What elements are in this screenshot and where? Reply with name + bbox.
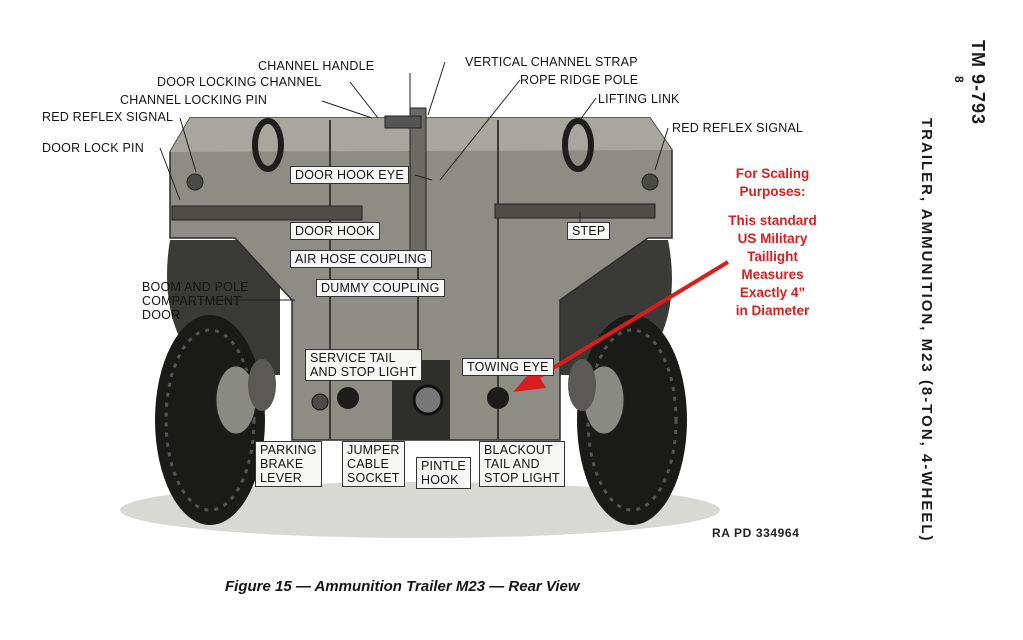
label-line: CABLE bbox=[347, 457, 389, 471]
label-line: BOOM AND POLE bbox=[142, 280, 249, 294]
label-blackout-tail-and-stop-light: BLACKOUT TAIL AND STOP LIGHT bbox=[479, 441, 565, 487]
jumper-cable-socket bbox=[311, 393, 329, 411]
label-channel-handle: CHANNEL HANDLE bbox=[258, 59, 375, 73]
scaling-arrow bbox=[513, 260, 730, 392]
label-door-hook-eye: DOOR HOOK EYE bbox=[290, 166, 409, 184]
boom-bar bbox=[171, 205, 363, 221]
scaling-note-line: Exactly 4” bbox=[739, 285, 806, 300]
pintle-hook bbox=[412, 384, 444, 416]
page-number: 8 bbox=[952, 76, 966, 83]
lifting-link-right bbox=[562, 118, 594, 172]
label-channel-locking-pin: CHANNEL LOCKING PIN bbox=[120, 93, 268, 107]
service-tail-light bbox=[337, 387, 359, 409]
step-bar bbox=[494, 203, 656, 219]
label-vertical-channel-strap: VERTICAL CHANNEL STRAP bbox=[465, 55, 638, 69]
label-line: BRAKE bbox=[260, 457, 304, 471]
ground-shadow bbox=[120, 482, 720, 538]
label-line: JUMPER bbox=[347, 443, 400, 457]
label-jumper-cable-socket: JUMPER CABLE SOCKET bbox=[342, 441, 405, 487]
scaling-note-line: Taillight bbox=[747, 249, 798, 264]
label-line: PARKING bbox=[260, 443, 317, 457]
label-pintle-hook: PINTLE HOOK bbox=[416, 457, 471, 489]
label-line: HOOK bbox=[421, 473, 459, 487]
running-head: TRAILER, AMMUNITION, M23 (8-TON, 4-WHEEL… bbox=[918, 118, 935, 543]
label-line: PINTLE bbox=[421, 459, 466, 473]
lifting-link-left bbox=[252, 118, 284, 172]
label-boom-and-pole-compartment-door: BOOM AND POLE COMPARTMENT DOOR bbox=[142, 280, 249, 322]
label-line: COMPARTMENT bbox=[142, 294, 241, 308]
channel-handle bbox=[384, 115, 422, 129]
label-line: AND STOP LIGHT bbox=[310, 365, 417, 379]
label-line: SERVICE TAIL bbox=[310, 351, 396, 365]
left-wheel bbox=[155, 315, 276, 525]
blackout-tail-light bbox=[487, 387, 509, 409]
scaling-note-line: in Diameter bbox=[735, 303, 810, 318]
label-red-reflex-signal-right: RED REFLEX SIGNAL bbox=[672, 121, 804, 135]
leader-lines bbox=[159, 61, 669, 301]
right-wheel bbox=[568, 315, 687, 525]
label-door-locking-channel: DOOR LOCKING CHANNEL bbox=[157, 75, 322, 89]
red-reflex-signal-left bbox=[186, 173, 204, 191]
label-lifting-link: LIFTING LINK bbox=[598, 92, 680, 106]
figure-caption: Figure 15 — Ammunition Trailer M23 — Rea… bbox=[225, 578, 580, 595]
label-air-hose-coupling: AIR HOSE COUPLING bbox=[290, 250, 432, 268]
vertical-channel-strap bbox=[409, 107, 427, 259]
scaling-note-line: This standard bbox=[728, 213, 817, 228]
red-reflex-signal-right bbox=[641, 173, 659, 191]
label-parking-brake-lever: PARKING BRAKE LEVER bbox=[255, 441, 322, 487]
plate-id: RA PD 334964 bbox=[712, 526, 800, 540]
label-line: BLACKOUT bbox=[484, 443, 553, 457]
label-rope-ridge-pole: ROPE RIDGE POLE bbox=[520, 73, 639, 87]
label-towing-eye: TOWING EYE bbox=[462, 358, 554, 376]
label-line: TAIL AND bbox=[484, 457, 540, 471]
label-step: STEP bbox=[567, 222, 611, 240]
label-line: LEVER bbox=[260, 471, 302, 485]
scaling-note: For Scaling Purposes: This standard US M… bbox=[705, 165, 840, 320]
scaling-note-line: Purposes: bbox=[739, 184, 806, 199]
scaling-note-line: US Military bbox=[737, 231, 808, 246]
label-line: DOOR bbox=[142, 308, 181, 322]
tm-number: TM 9-793 bbox=[968, 40, 988, 126]
label-red-reflex-signal-left: RED REFLEX SIGNAL bbox=[42, 110, 174, 124]
label-line: STOP LIGHT bbox=[484, 471, 560, 485]
label-service-tail-and-stop-light: SERVICE TAIL AND STOP LIGHT bbox=[305, 349, 422, 381]
scaling-note-line: Measures bbox=[741, 267, 804, 282]
scaling-note-spacer bbox=[705, 201, 840, 212]
scaling-note-line: For Scaling bbox=[735, 166, 810, 181]
label-dummy-coupling: DUMMY COUPLING bbox=[316, 279, 445, 297]
label-door-hook: DOOR HOOK bbox=[290, 222, 380, 240]
label-line: SOCKET bbox=[347, 471, 400, 485]
label-door-lock-pin: DOOR LOCK PIN bbox=[42, 141, 144, 155]
